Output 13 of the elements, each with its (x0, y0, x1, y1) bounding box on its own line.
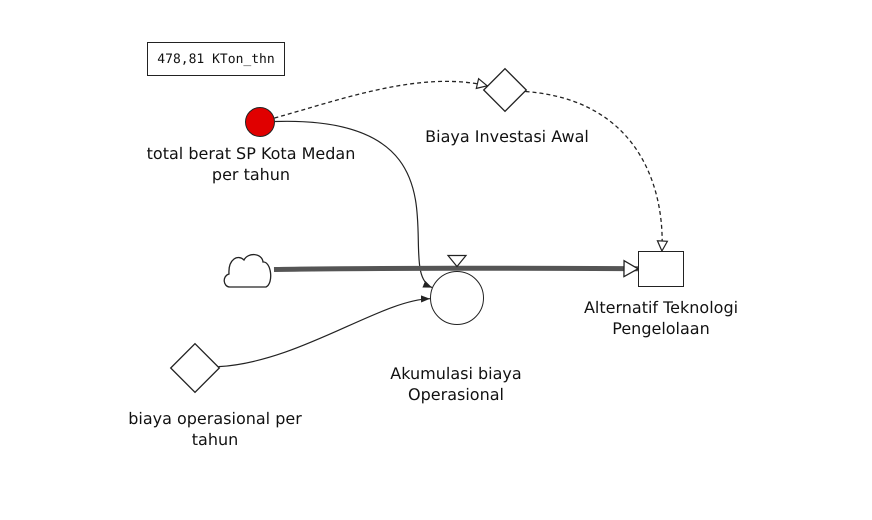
variable-label: Biaya Investasi Awal (424, 126, 590, 147)
variable-label: Alternatif Teknologi Pengelolaan (582, 297, 740, 339)
cloud-source (222, 251, 274, 289)
variable-label: total berat SP Kota Medan per tahun (146, 143, 356, 185)
influence-arrow (218, 296, 430, 368)
variable-label: Akumulasi biaya Operasional (389, 363, 523, 405)
value-text: 478,81 KTon_thn (156, 50, 276, 68)
flow-pipe (274, 260, 639, 278)
value-display-box (147, 42, 285, 76)
influence-arrow (274, 120, 432, 288)
dashed-arrow (274, 78, 488, 119)
variable-label: biaya operasional per tahun (127, 408, 303, 450)
dashed-arrow (525, 90, 668, 252)
